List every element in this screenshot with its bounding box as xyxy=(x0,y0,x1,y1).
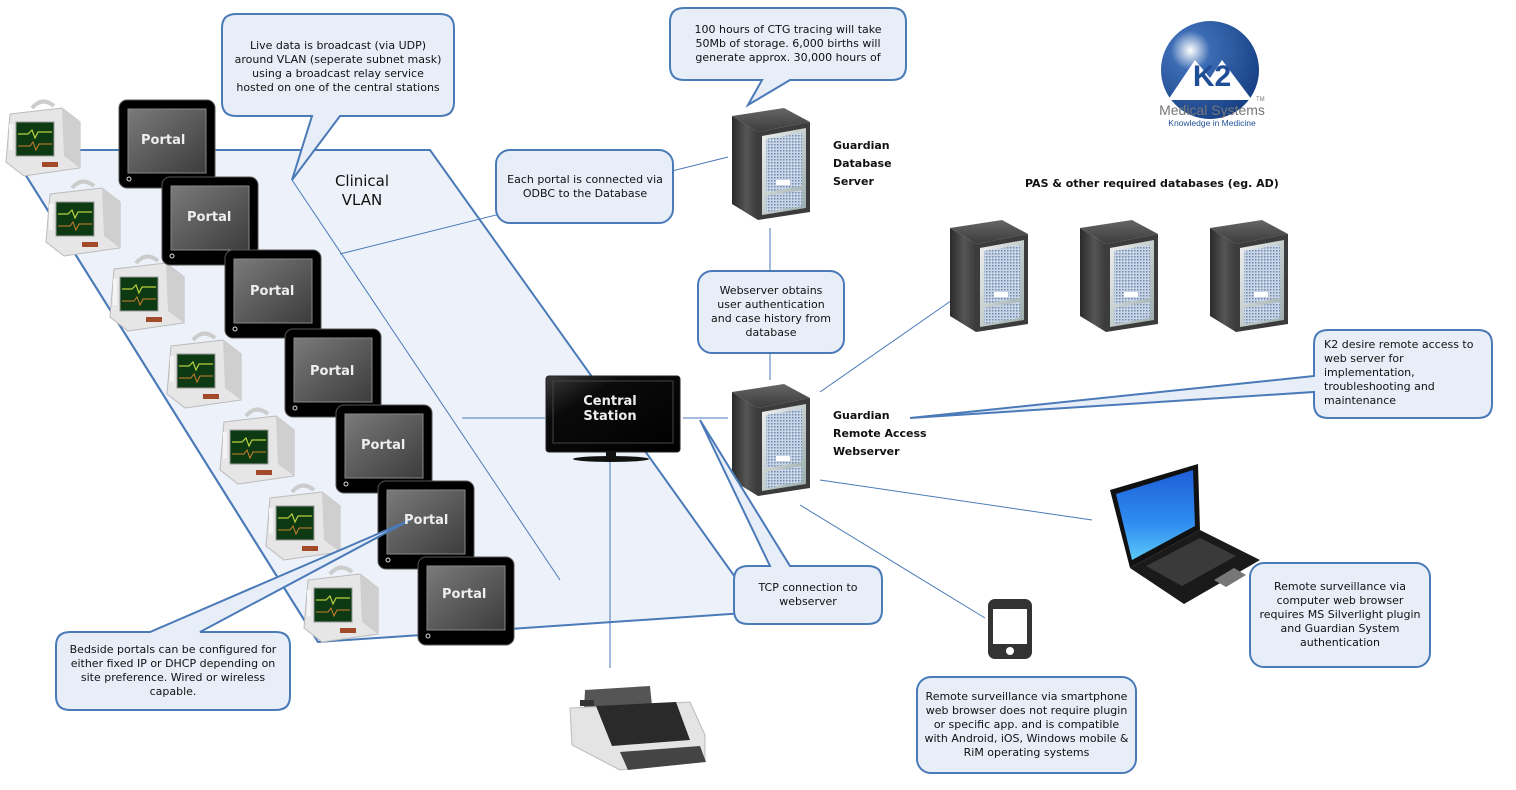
ws-label-line1: Guardian xyxy=(833,409,890,422)
db-label-line3: Server xyxy=(833,175,874,188)
odbc-callout: Each portal is connected via ODBC to the… xyxy=(507,173,663,200)
smartphone-icon xyxy=(988,599,1032,659)
webserver-icon xyxy=(732,384,810,496)
computer-surveillance-callout: Remote surveillance via computer web bro… xyxy=(1259,580,1421,649)
pas-heading: PAS & other required databases (eg. AD) xyxy=(1025,177,1279,190)
ws-label-line3: Webserver xyxy=(833,445,900,458)
tcp-callout-shape xyxy=(699,419,883,625)
webserver-to-pas-line xyxy=(819,297,956,393)
logo-tagline: Knowledge in Medicine xyxy=(1168,118,1256,128)
portal-label: Portal xyxy=(310,364,355,379)
vlan-label-line1: Clinical xyxy=(334,172,390,190)
printer-icon xyxy=(569,686,706,771)
pas-server-icon xyxy=(950,220,1028,332)
database-server-icon xyxy=(732,108,810,220)
k2-remote-callout-shape xyxy=(909,329,1493,419)
clinical-vlan-label: Clinical VLAN xyxy=(322,172,402,210)
portal-label: Portal xyxy=(187,210,232,225)
central-station-tv xyxy=(545,375,681,462)
smartphone-surveillance-callout-shape xyxy=(916,676,1137,774)
laptop-icon xyxy=(1110,464,1260,604)
portal-label: Portal xyxy=(250,284,295,299)
udp-callout-shape xyxy=(221,13,455,181)
portal-label: Portal xyxy=(442,587,487,602)
bedside-portals-callout: Bedside portals can be configured for ei… xyxy=(69,643,277,698)
ws-label-line2: Remote Access xyxy=(833,427,927,440)
odbc-callout-shape xyxy=(495,149,674,224)
vlan-label-line2: VLAN xyxy=(341,191,383,209)
db-label-line2: Database xyxy=(833,157,892,170)
database-server-label: Guardian Database Server xyxy=(833,137,892,191)
bedside-monitor xyxy=(4,99,82,178)
portal-label: Portal xyxy=(404,513,449,528)
logo-mark: K2 xyxy=(1192,60,1232,93)
webserver-to-laptop-line xyxy=(819,479,1093,521)
central-station-line1: Central xyxy=(583,394,637,409)
pas-server-icon xyxy=(1080,220,1158,332)
udp-line xyxy=(291,179,561,581)
webserver-auth-callout-shape xyxy=(697,270,845,354)
webserver-auth-callout: Webserver obtains user authentication an… xyxy=(711,284,831,339)
webserver-to-phone-line xyxy=(799,504,986,619)
pas-server-icon xyxy=(1210,220,1288,332)
smartphone-surveillance-callout: Remote surveillance via smartphone web b… xyxy=(924,690,1129,759)
tcp-connection-callout: TCP connection to webserver xyxy=(758,581,858,608)
bedside-callout-shape xyxy=(55,519,411,711)
storage-callout-shape xyxy=(669,7,907,108)
k2-remote-access-callout: K2 desire remote access to web server fo… xyxy=(1324,338,1474,407)
callouts xyxy=(55,7,1493,774)
webserver-label: Guardian Remote Access Webserver xyxy=(833,407,927,461)
logo-company: Medical Systems xyxy=(1159,102,1265,118)
central-station-line2: Station xyxy=(583,409,637,424)
central-station-label: Central Station xyxy=(570,394,650,424)
db-label-line1: Guardian xyxy=(833,139,890,152)
computer-surveillance-callout-shape xyxy=(1249,562,1431,668)
udp-broadcast-callout: Live data is broadcast (via UDP) around … xyxy=(234,39,442,94)
storage-callout: 100 hours of CTG tracing will take 50Mb … xyxy=(694,23,882,64)
portal-label: Portal xyxy=(361,438,406,453)
portal-label: Portal xyxy=(141,133,186,148)
logo-trademark: TM xyxy=(1256,97,1265,103)
k2-logo xyxy=(1161,21,1259,119)
